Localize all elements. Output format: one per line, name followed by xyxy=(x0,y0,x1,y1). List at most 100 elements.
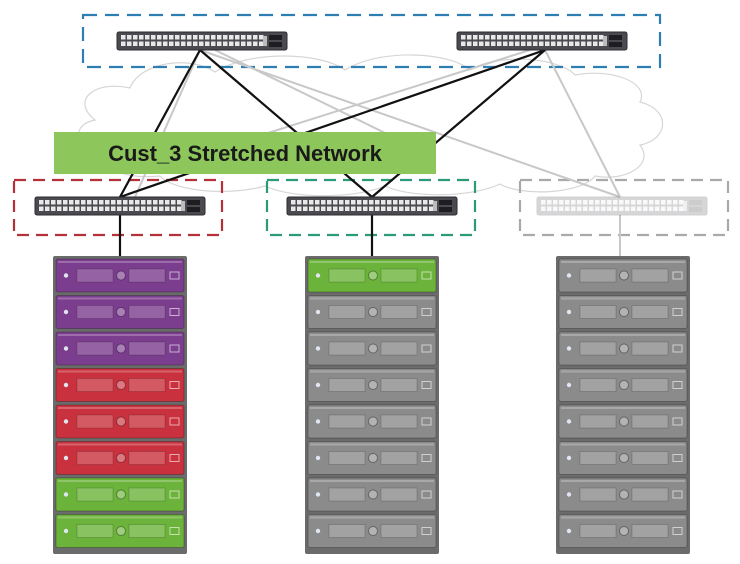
drive-slot-icon xyxy=(421,271,432,280)
server-led-icon xyxy=(566,309,572,315)
leaf-switch-2 xyxy=(286,196,458,216)
server-led-icon xyxy=(315,346,321,351)
server-led-icon xyxy=(315,273,321,278)
server-unit xyxy=(558,514,688,548)
drive-slot-icon xyxy=(169,381,180,389)
server-led-icon xyxy=(566,419,572,424)
switch-uplink-port xyxy=(181,201,185,211)
server-led-icon xyxy=(566,382,572,388)
leaf-group-border-gray xyxy=(518,178,730,237)
leaf-switch-1 xyxy=(34,196,206,216)
server-led-icon xyxy=(315,492,321,497)
power-button-icon xyxy=(368,526,378,536)
power-button-icon xyxy=(619,270,629,281)
drive-slot-icon xyxy=(672,490,683,499)
server-unit xyxy=(307,295,437,329)
server-unit xyxy=(307,441,437,475)
power-button-icon xyxy=(116,343,126,354)
server-unit xyxy=(55,258,185,293)
power-button-icon xyxy=(368,416,378,427)
power-button-icon xyxy=(619,416,629,427)
power-button-icon xyxy=(368,453,378,463)
link-spine2-leaf3 xyxy=(544,49,621,198)
server-led-icon xyxy=(63,273,69,278)
link-spine1-leaf3 xyxy=(199,49,621,198)
drive-slot-icon xyxy=(672,527,683,535)
server-led-icon xyxy=(315,382,321,388)
server-led-icon xyxy=(566,528,572,534)
power-button-icon xyxy=(116,453,126,463)
server-led-icon xyxy=(315,455,321,461)
server-unit xyxy=(307,331,437,366)
power-button-icon xyxy=(368,307,378,317)
server-unit xyxy=(558,258,688,293)
server-unit xyxy=(307,477,437,512)
power-button-icon xyxy=(116,380,126,390)
server-led-icon xyxy=(566,346,572,351)
server-unit xyxy=(307,514,437,548)
server-led-icon xyxy=(566,273,572,278)
leaf-switch-3 xyxy=(536,196,708,216)
drive-slot-icon xyxy=(169,271,180,280)
rack-3 xyxy=(556,256,690,554)
leaf-group-border-red xyxy=(12,178,224,237)
server-unit xyxy=(307,368,437,402)
server-led-icon xyxy=(63,382,69,388)
link-spine2-leaf1-shadow xyxy=(229,49,531,146)
server-racks xyxy=(53,256,690,554)
server-unit xyxy=(55,331,185,366)
server-unit xyxy=(55,404,185,439)
spine-switch-1 xyxy=(116,31,288,51)
spine-switch-2 xyxy=(456,31,628,51)
rack-2 xyxy=(305,256,439,554)
power-button-icon xyxy=(619,307,629,317)
power-button-icon xyxy=(116,489,126,500)
server-unit xyxy=(558,441,688,475)
drive-slot-icon xyxy=(421,308,432,316)
server-unit xyxy=(558,368,688,402)
rack-1 xyxy=(53,256,187,554)
power-button-icon xyxy=(368,343,378,354)
drive-slot-icon xyxy=(421,344,432,353)
drive-slot-icon xyxy=(421,381,432,389)
server-led-icon xyxy=(315,419,321,424)
drive-slot-icon xyxy=(672,417,683,426)
switch-uplink-port xyxy=(603,36,607,46)
server-led-icon xyxy=(315,309,321,315)
power-button-icon xyxy=(619,489,629,500)
server-led-icon xyxy=(63,528,69,534)
power-button-icon xyxy=(116,270,126,281)
power-button-icon xyxy=(116,307,126,317)
server-unit xyxy=(55,368,185,402)
server-led-icon xyxy=(63,419,69,424)
server-unit xyxy=(55,514,185,548)
server-unit xyxy=(55,295,185,329)
server-led-icon xyxy=(63,455,69,461)
server-led-icon xyxy=(63,346,69,351)
fabric-cloud xyxy=(78,54,664,197)
power-button-icon xyxy=(619,453,629,463)
link-spine1-leaf1 xyxy=(119,49,201,198)
link-spine2-leaf1 xyxy=(119,48,546,199)
power-button-icon xyxy=(368,270,378,281)
drive-slot-icon xyxy=(421,490,432,499)
server-led-icon xyxy=(315,528,321,534)
power-button-icon xyxy=(116,416,126,427)
server-unit xyxy=(55,477,185,512)
power-button-icon xyxy=(368,489,378,500)
server-unit xyxy=(55,441,185,475)
server-led-icon xyxy=(63,492,69,497)
power-button-icon xyxy=(619,526,629,536)
banner-label: Cust_3 Stretched Network xyxy=(108,141,383,166)
drive-slot-icon xyxy=(169,454,180,462)
switches xyxy=(34,31,708,216)
drive-slot-icon xyxy=(421,454,432,462)
switch-uplink-port xyxy=(683,201,687,211)
server-unit xyxy=(558,404,688,439)
drive-slot-icon xyxy=(421,417,432,426)
spine-group-border xyxy=(81,13,662,69)
server-led-icon xyxy=(566,455,572,461)
drive-slot-icon xyxy=(169,308,180,316)
server-unit xyxy=(558,331,688,366)
